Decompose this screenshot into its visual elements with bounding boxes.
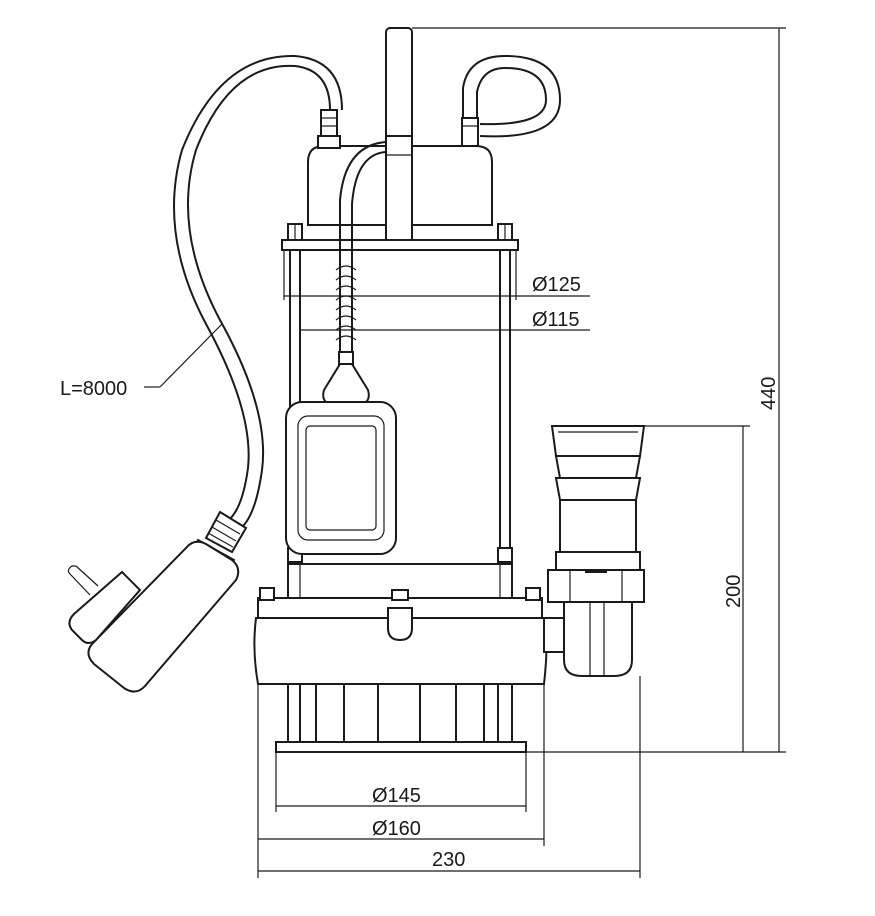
- diameter-145-dimension: [275, 752, 527, 812]
- cable-gland-right: [461, 117, 479, 147]
- float-switch: [285, 351, 397, 555]
- cable-length-label: L=8000: [60, 378, 127, 400]
- cable-length-leader: [144, 323, 223, 388]
- motor-cap: [307, 135, 493, 241]
- height-200-dimension: [644, 425, 750, 752]
- power-plug: [67, 540, 240, 693]
- float-switch-cable: [339, 141, 387, 360]
- height-440-label: 440: [758, 377, 780, 410]
- diameter-160-dimension: [257, 684, 545, 878]
- pump-base: [253, 587, 548, 685]
- outlet-pipe: [543, 425, 646, 677]
- cable-gland-left: [317, 109, 341, 149]
- diameter-125-label: Ø125: [532, 274, 581, 296]
- pump-legs: [287, 684, 513, 742]
- diameter-160-label: Ø160: [372, 818, 421, 840]
- diameter-115-label: Ø115: [532, 309, 579, 331]
- float-cable-spring: [335, 265, 357, 341]
- top-flange: [281, 223, 519, 251]
- width-230-label: 230: [432, 849, 465, 871]
- power-cable: [187, 64, 331, 531]
- base-plate: [275, 741, 527, 753]
- width-230-dimension: [258, 676, 641, 878]
- right-cable-loop: [462, 54, 562, 138]
- diameter-145-label: Ø145: [372, 785, 421, 807]
- height-200-label: 200: [723, 575, 745, 608]
